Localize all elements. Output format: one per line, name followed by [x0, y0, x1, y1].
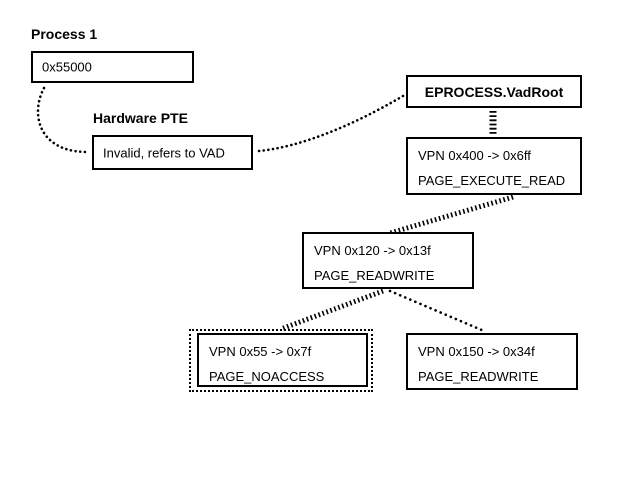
connector-vpn120-to-vpn55	[280, 288, 384, 332]
vad-node-vpn55-highlight-frame	[189, 329, 373, 392]
process-box: 0x55000	[31, 51, 194, 83]
vad-node-protection: PAGE_READWRITE	[314, 268, 435, 283]
vad-node-vpn55: VPN 0x55 -> 0x7f PAGE_NOACCESS	[197, 333, 368, 387]
vad-node-range: VPN 0x55 -> 0x7f	[209, 344, 312, 359]
connector-process-to-pte	[36, 86, 90, 154]
vad-node-vpn400: VPN 0x400 -> 0x6ff PAGE_EXECUTE_READ	[406, 137, 582, 195]
vad-node-range: VPN 0x120 -> 0x13f	[314, 243, 431, 258]
vad-node-vpn150: VPN 0x150 -> 0x34f PAGE_READWRITE	[406, 333, 578, 390]
vad-node-range: VPN 0x400 -> 0x6ff	[418, 148, 531, 163]
connector-pte-to-vadroot	[257, 94, 405, 153]
vad-node-protection: PAGE_EXECUTE_READ	[418, 173, 566, 188]
vad-node-vpn120: VPN 0x120 -> 0x13f PAGE_READWRITE	[302, 232, 474, 289]
vadroot-label: EPROCESS.VadRoot	[424, 83, 564, 100]
vad-node-range: VPN 0x150 -> 0x34f	[418, 344, 535, 359]
connector-vpn120-to-vpn150	[388, 289, 486, 333]
hardware-pte-value: Invalid, refers to VAD	[103, 145, 225, 160]
process-value: 0x55000	[42, 59, 92, 75]
hardware-pte-label: Hardware PTE	[93, 110, 188, 126]
vad-node-protection: PAGE_NOACCESS	[209, 369, 325, 384]
vad-node-protection: PAGE_READWRITE	[418, 369, 539, 384]
hardware-pte-box: Invalid, refers to VAD	[92, 135, 253, 170]
connector-vpn400-to-vpn120	[389, 194, 514, 236]
vadroot-box: EPROCESS.VadRoot	[406, 75, 582, 108]
process-label: Process 1	[31, 26, 98, 42]
